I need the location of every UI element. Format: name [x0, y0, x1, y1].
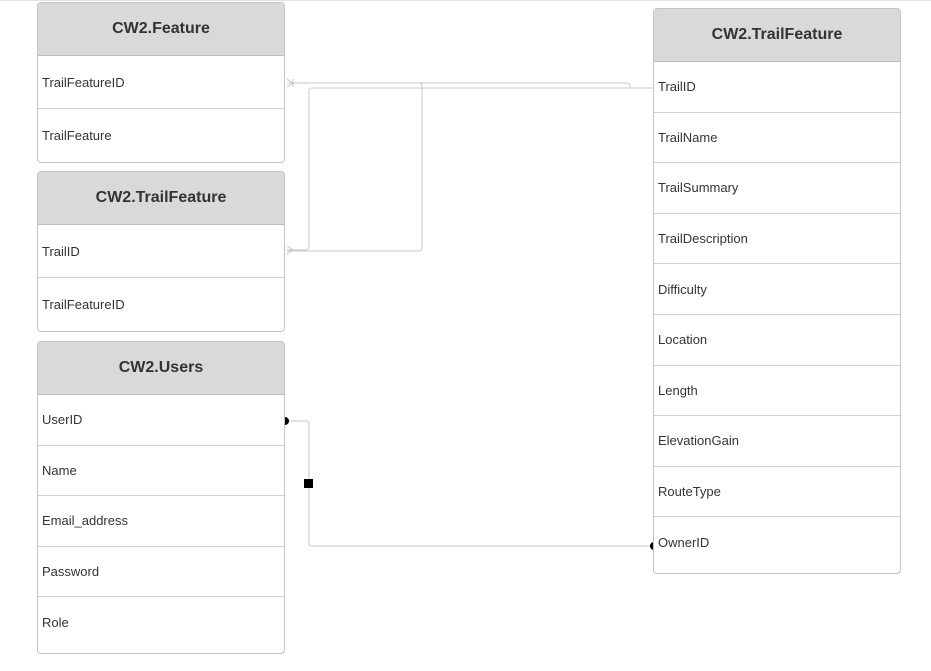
- entity-title: CW2.TrailFeature: [654, 9, 900, 62]
- field-row: Length: [654, 366, 900, 417]
- connector-users-owner: [286, 420, 653, 547]
- field-row: TrailFeatureID: [38, 56, 284, 109]
- field-row: TrailID: [654, 62, 900, 113]
- field-row: OwnerID: [658, 535, 710, 551]
- field-row: Email_address: [38, 496, 284, 547]
- field-row: UserID: [38, 395, 284, 446]
- crowfoot-feature-marker: [286, 78, 294, 88]
- field-row: TrailName: [654, 113, 900, 164]
- entity-title: CW2.Users: [38, 342, 284, 395]
- field-row: Password: [38, 547, 284, 598]
- connector-trail-link: [287, 87, 653, 251]
- connector-feature-trail: [287, 82, 631, 88]
- field-row: TrailDescription: [654, 214, 900, 265]
- field-row: TrailFeatureID: [42, 297, 125, 312]
- marker-midpoint-square: [304, 479, 313, 488]
- field-row: ElevationGain: [654, 416, 900, 467]
- entity-feature-table[interactable]: CW2.Feature TrailFeatureID TrailFeature: [37, 2, 285, 163]
- entity-trailfeature-link-table[interactable]: CW2.TrailFeature TrailID TrailFeatureID: [37, 171, 285, 332]
- field-row: Location: [654, 315, 900, 366]
- entity-users-table[interactable]: CW2.Users UserID Name Email_address Pass…: [37, 341, 285, 654]
- entity-trail-table[interactable]: CW2.TrailFeature TrailID TrailName Trail…: [653, 8, 901, 574]
- field-row: Role: [42, 615, 69, 631]
- crowfoot-link-marker: [286, 245, 294, 255]
- field-row: Difficulty: [654, 264, 900, 315]
- field-row: TrailSummary: [654, 163, 900, 214]
- field-row: RouteType: [654, 467, 900, 518]
- field-row: Name: [38, 446, 284, 497]
- field-row: TrailFeature: [42, 128, 112, 143]
- entity-title: CW2.TrailFeature: [38, 172, 284, 225]
- connector-feature-bracket: [287, 82, 423, 252]
- top-divider: [0, 0, 931, 1]
- field-row: TrailID: [38, 225, 284, 278]
- entity-title: CW2.Feature: [38, 3, 284, 56]
